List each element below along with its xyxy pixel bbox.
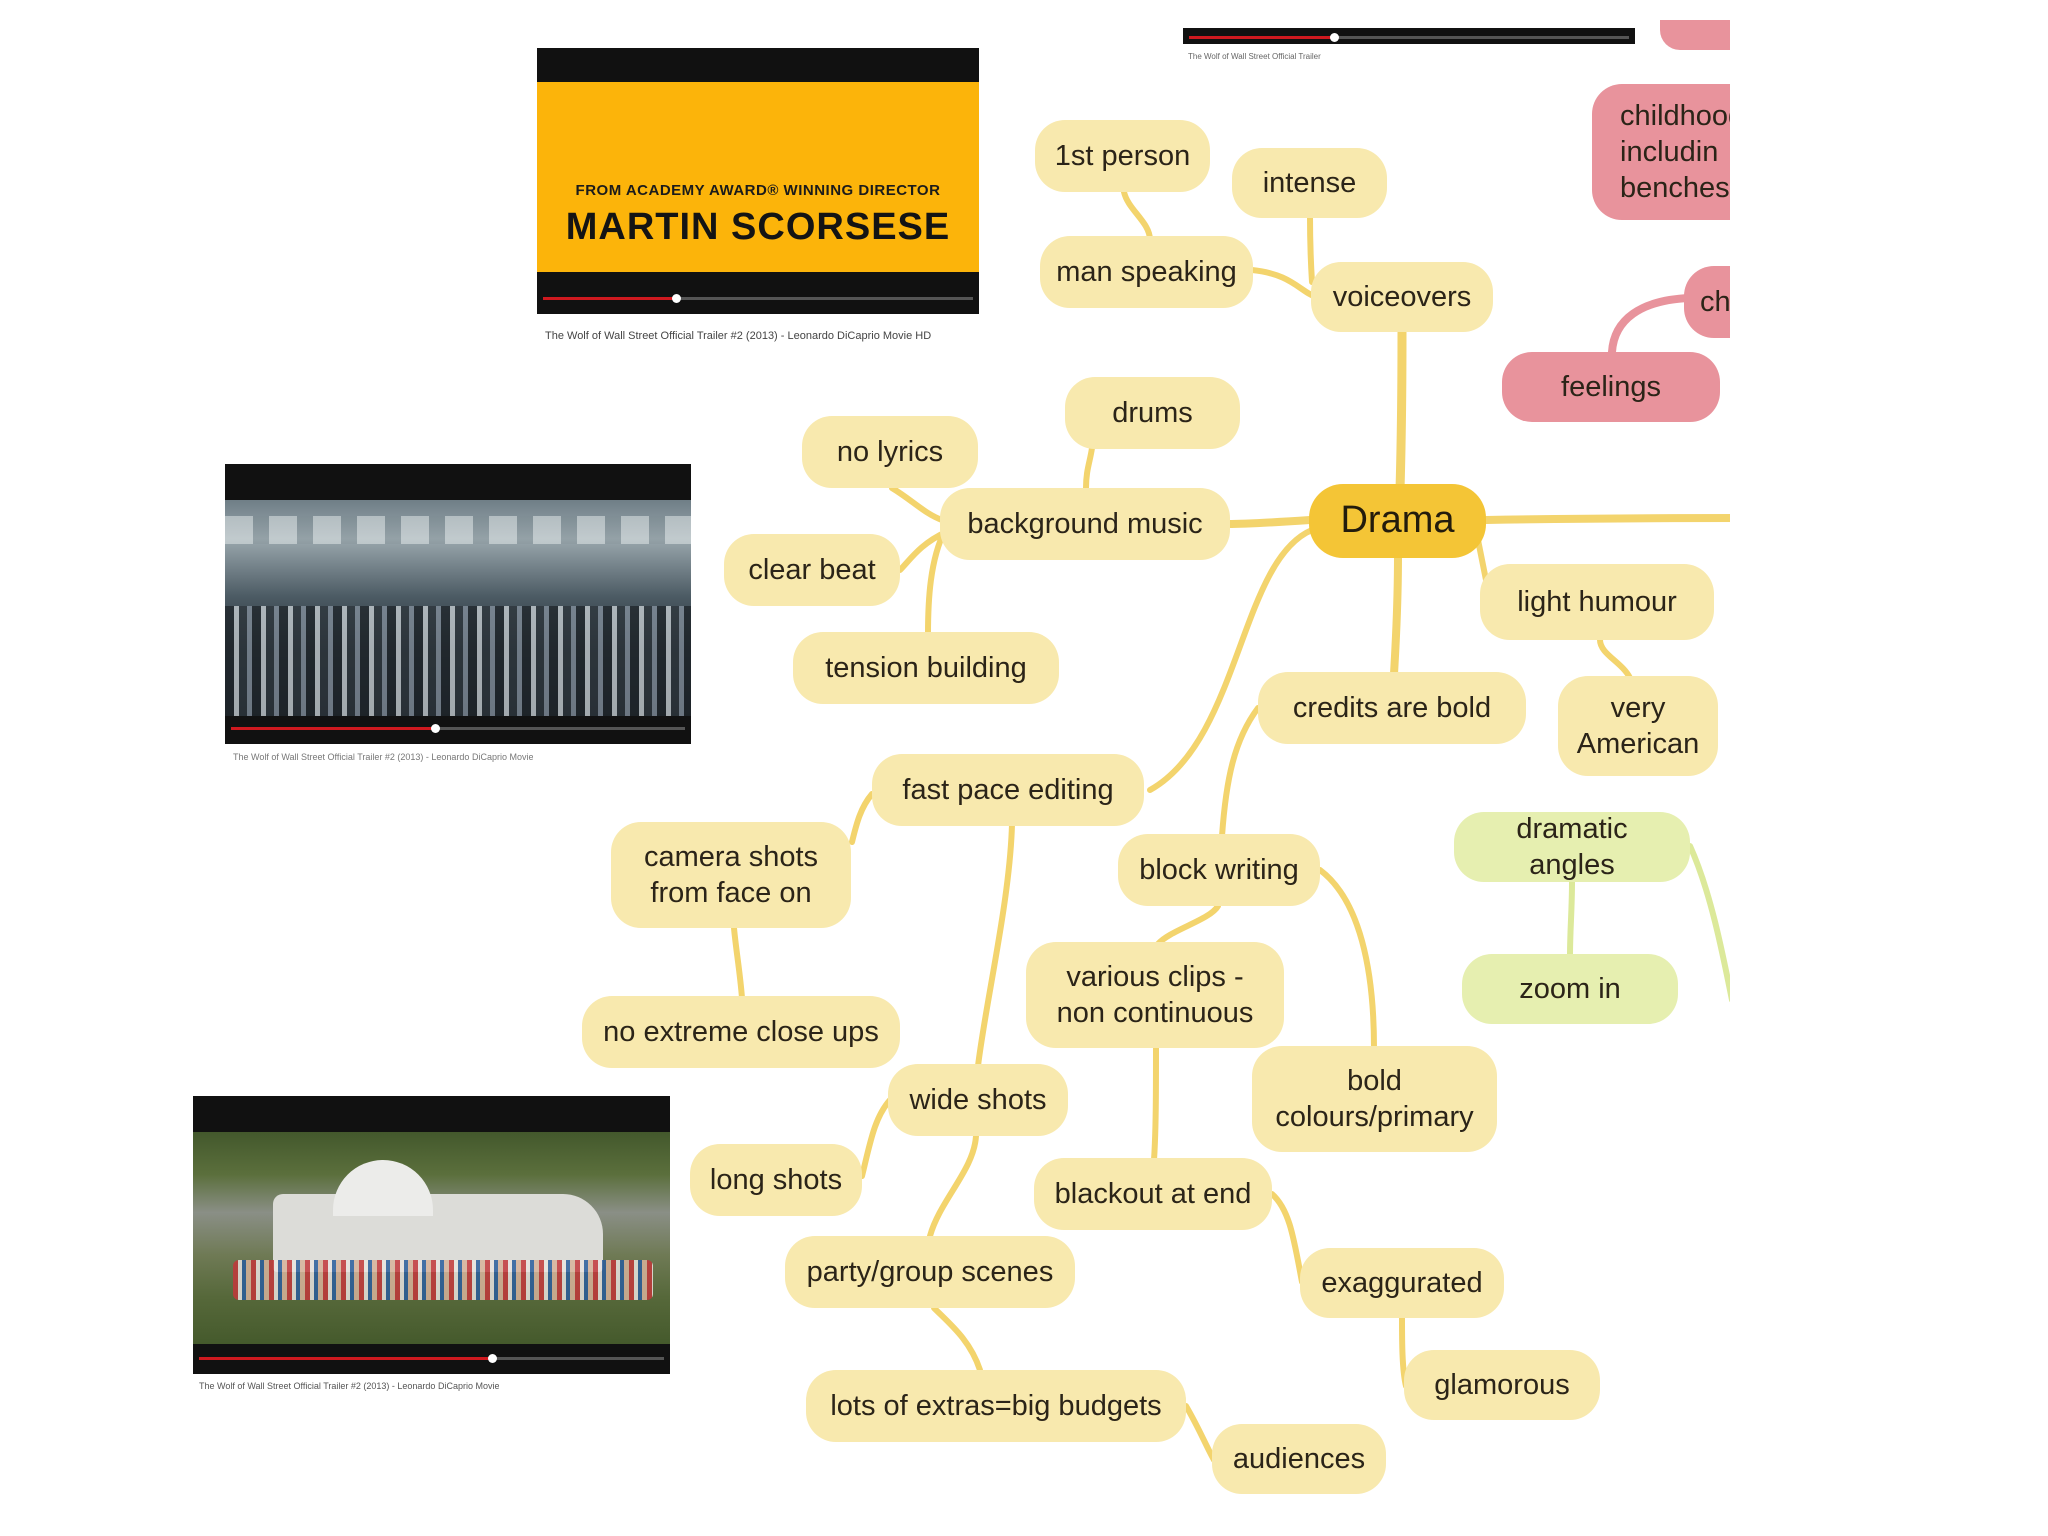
link-drama-right-exit bbox=[1482, 514, 1744, 524]
mansion-dome bbox=[333, 1160, 433, 1216]
link-drama-fast-pace bbox=[1147, 527, 1315, 793]
office-crowd bbox=[225, 606, 691, 716]
video-progress-knob[interactable] bbox=[431, 724, 441, 733]
video-thumbnail-office[interactable] bbox=[225, 464, 691, 744]
node-drums[interactable]: drums bbox=[1065, 377, 1240, 449]
node-party-group-scenes[interactable]: party/group scenes bbox=[785, 1236, 1075, 1308]
video-frame bbox=[225, 500, 691, 716]
link-party-lots bbox=[931, 1305, 983, 1373]
video-title-large: MARTIN SCORSESE bbox=[565, 206, 951, 248]
node-voiceovers[interactable]: voiceovers bbox=[1311, 262, 1493, 332]
link-voiceovers-intense bbox=[1307, 213, 1315, 285]
video-title-small: FROM ACADEMY AWARD® WINNING DIRECTOR bbox=[575, 182, 941, 199]
node-long-shots[interactable]: long shots bbox=[690, 1144, 862, 1216]
node-blackout-at-end[interactable]: blackout at end bbox=[1034, 1158, 1272, 1230]
link-camera-no-extreme bbox=[731, 925, 745, 1001]
node-feelings[interactable]: feelings bbox=[1502, 352, 1720, 422]
link-blackout-exaggurated bbox=[1269, 1191, 1305, 1285]
link-block-various bbox=[1155, 903, 1221, 947]
link-bgmusic-no-lyrics bbox=[889, 485, 945, 523]
link-bgmusic-tension bbox=[925, 527, 948, 637]
link-wide-party bbox=[927, 1133, 979, 1239]
node-audiences[interactable]: audiences bbox=[1212, 1424, 1386, 1494]
node-various-clips[interactable]: various clips - non continuous bbox=[1026, 942, 1284, 1048]
link-credits-block bbox=[1219, 705, 1261, 839]
node-lots-of-extras[interactable]: lots of extras=big budgets bbox=[806, 1370, 1186, 1442]
node-background-music[interactable]: background music bbox=[940, 488, 1230, 560]
party-crowd bbox=[233, 1260, 653, 1300]
link-bgmusic-drums bbox=[1083, 445, 1095, 491]
video-frame bbox=[193, 1132, 670, 1344]
video-progress-fill bbox=[199, 1357, 492, 1360]
video-progress-knob[interactable] bbox=[1330, 33, 1340, 42]
link-drama-credits bbox=[1390, 552, 1402, 678]
node-very-american[interactable]: very American bbox=[1558, 676, 1718, 776]
node-intense[interactable]: intense bbox=[1232, 148, 1387, 218]
link-feelings-ch bbox=[1608, 294, 1694, 356]
node-1st-person[interactable]: 1st person bbox=[1035, 120, 1210, 192]
link-lots-audiences bbox=[1183, 1403, 1217, 1463]
node-no-lyrics[interactable]: no lyrics bbox=[802, 416, 978, 488]
video-thumbnail-scorsese[interactable]: FROM ACADEMY AWARD® WINNING DIRECTOR MAR… bbox=[537, 48, 979, 314]
link-dramatic-right-exit bbox=[1687, 843, 1735, 1003]
node-light-humour[interactable]: light humour bbox=[1480, 564, 1714, 640]
link-light-humour-american bbox=[1597, 637, 1633, 681]
root-node-drama[interactable]: Drama bbox=[1309, 484, 1486, 558]
video-caption: The Wolf of Wall Street Official Trailer… bbox=[233, 752, 533, 762]
node-wide-shots[interactable]: wide shots bbox=[888, 1064, 1068, 1136]
link-drama-background-music bbox=[1224, 516, 1314, 528]
mansion bbox=[273, 1194, 603, 1272]
node-glamorous[interactable]: glamorous bbox=[1404, 1350, 1600, 1420]
node-block-writing[interactable]: block writing bbox=[1118, 834, 1320, 906]
video-progress-track[interactable] bbox=[543, 297, 973, 300]
link-fast-pace-camera bbox=[849, 791, 875, 845]
node-bold-colours[interactable]: bold colours/primary bbox=[1252, 1046, 1497, 1152]
node-credits-are-bold[interactable]: credits are bold bbox=[1258, 672, 1526, 744]
video-progress-track[interactable] bbox=[231, 727, 685, 730]
video-progress-knob[interactable] bbox=[672, 294, 682, 303]
link-fast-pace-wide bbox=[975, 821, 1015, 1069]
video-progress-knob[interactable] bbox=[487, 1354, 497, 1363]
node-dramatic-angles[interactable]: dramatic angles bbox=[1454, 812, 1690, 882]
node-exaggurated[interactable]: exaggurated bbox=[1300, 1248, 1504, 1318]
node-clear-beat[interactable]: clear beat bbox=[724, 534, 900, 606]
video-frame: FROM ACADEMY AWARD® WINNING DIRECTOR MAR… bbox=[537, 82, 979, 272]
video-progress-fill bbox=[1189, 36, 1335, 39]
video-progress-fill bbox=[231, 727, 436, 730]
video-caption: The Wolf of Wall Street Official Trailer… bbox=[199, 1381, 499, 1391]
link-block-bold bbox=[1317, 867, 1377, 1051]
link-drama-voiceovers bbox=[1395, 325, 1407, 495]
link-wide-long bbox=[859, 1097, 893, 1179]
link-dramatic-zoom bbox=[1567, 879, 1575, 959]
node-tension-building[interactable]: tension building bbox=[793, 632, 1059, 704]
node-man-speaking[interactable]: man speaking bbox=[1040, 236, 1253, 308]
link-voiceovers-man-speaking bbox=[1249, 267, 1321, 301]
node-fast-pace-editing[interactable]: fast pace editing bbox=[872, 754, 1144, 826]
ceiling-lights bbox=[225, 516, 691, 544]
node-camera-shots[interactable]: camera shots from face on bbox=[611, 822, 851, 928]
video-thumbnail-party[interactable] bbox=[193, 1096, 670, 1374]
link-various-blackout bbox=[1151, 1045, 1159, 1163]
video-progress-fill bbox=[543, 297, 677, 300]
video-thumbnail-top-partial[interactable] bbox=[1183, 28, 1635, 44]
node-no-extreme-close-ups[interactable]: no extreme close ups bbox=[582, 996, 900, 1068]
cropped-edge bbox=[1730, 0, 2048, 1536]
video-progress-track[interactable] bbox=[1189, 36, 1629, 39]
node-zoom-in[interactable]: zoom in bbox=[1462, 954, 1678, 1024]
video-caption: The Wolf of Wall Street Official Trailer bbox=[1188, 52, 1321, 61]
link-man-speaking-1st-person bbox=[1121, 189, 1153, 243]
video-caption: The Wolf of Wall Street Official Trailer… bbox=[545, 330, 932, 342]
